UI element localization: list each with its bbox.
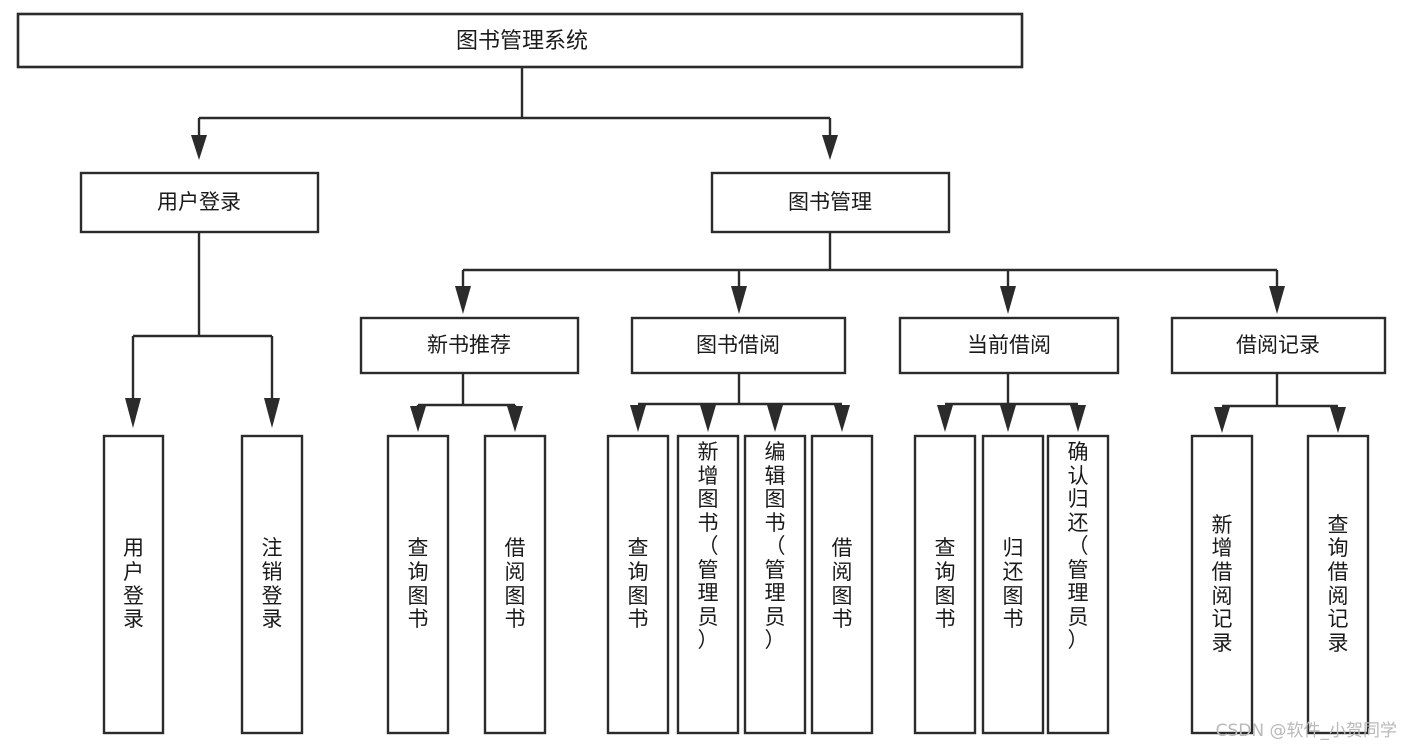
leaf-boxes [102, 434, 1370, 735]
leaf-edit-book-box[interactable] [743, 434, 807, 735]
node-current-borrow-label: 当前借阅 [967, 333, 1051, 357]
leaf-add-record-box[interactable] [1190, 434, 1254, 735]
arrow-head-leaf-add-book [700, 405, 716, 432]
node-root[interactable]: 图书管理系统 [16, 12, 1024, 69]
leaf-query-book-1-box[interactable] [386, 434, 450, 735]
node-root-label: 图书管理系统 [456, 29, 588, 54]
leaf-user-logout-box[interactable] [240, 434, 304, 735]
arrow-head-book-borrow [731, 286, 747, 314]
node-book-manage-label: 图书管理 [788, 190, 872, 214]
arrow-head-borrow-record [1269, 286, 1285, 314]
connector-group-root [191, 67, 838, 160]
connector-group-book-manage [455, 232, 1285, 314]
leaf-query-record-box[interactable] [1306, 434, 1370, 735]
node-book-borrow-box[interactable] [630, 316, 847, 375]
node-book-manage[interactable]: 图书管理 [710, 171, 951, 234]
node-book-manage-box[interactable] [710, 171, 951, 234]
arrow-head-leaf-borrow-book-1 [507, 406, 523, 432]
node-borrow-record-label: 借阅记录 [1236, 333, 1320, 357]
arrow-head-leaf-query-book-2 [630, 405, 646, 432]
connector-group-book-borrow [630, 373, 850, 432]
connector-group-borrow-record [1214, 373, 1346, 433]
arrow-head-leaf-edit-book [767, 405, 783, 432]
node-root-box[interactable] [16, 12, 1024, 69]
arrow-head-user-login [191, 135, 207, 160]
node-borrow-record[interactable]: 借阅记录 [1170, 316, 1387, 375]
arrow-head-leaf-confirm-return [1070, 405, 1086, 432]
arrow-head-leaf-return-book [1000, 405, 1016, 432]
node-current-borrow[interactable]: 当前借阅 [898, 316, 1120, 375]
arrow-head-current-borrow [1000, 286, 1016, 314]
leaf-borrow-book-2-box[interactable] [810, 434, 874, 735]
leaf-add-book-box[interactable] [676, 434, 740, 735]
arrow-head-leaf-query-record [1330, 407, 1346, 433]
leaf-query-book-2-box[interactable] [606, 434, 670, 735]
node-book-borrow-label: 图书借阅 [696, 333, 780, 357]
arrow-head-leaf-user-login [125, 398, 141, 428]
node-borrow-record-box[interactable] [1170, 316, 1387, 375]
node-current-borrow-box[interactable] [898, 316, 1120, 375]
leaf-borrow-book-1-box[interactable] [483, 434, 547, 735]
leaf-user-login-box[interactable] [102, 434, 165, 735]
leaf-confirm-return-box[interactable] [1046, 434, 1110, 735]
connector-group-user-login [125, 232, 280, 428]
arrow-head-leaf-borrow-book-2 [834, 405, 850, 432]
connector-group-current-borrow [937, 373, 1086, 432]
arrow-head-leaf-user-logout [264, 398, 280, 428]
arrow-head-leaf-add-record [1214, 407, 1230, 433]
arrow-head-new-book-rec [455, 286, 471, 314]
node-user-login-label: 用户登录 [157, 190, 241, 214]
node-new-book-rec-box[interactable] [359, 316, 580, 375]
connector-group-new-book-rec [410, 373, 523, 432]
node-user-login[interactable]: 用户登录 [79, 171, 320, 234]
arrow-head-leaf-query-book-1 [410, 406, 426, 432]
node-new-book-rec[interactable]: 新书推荐 [359, 316, 580, 375]
node-new-book-rec-label: 新书推荐 [427, 333, 511, 357]
leaf-query-book-3-box[interactable] [913, 434, 977, 735]
node-user-login-box[interactable] [79, 171, 320, 234]
arrow-head-book-manage [822, 135, 838, 160]
leaf-return-book-box[interactable] [981, 434, 1045, 735]
node-book-borrow[interactable]: 图书借阅 [630, 316, 847, 375]
arrow-head-leaf-query-book-3 [937, 405, 953, 432]
csdn-watermark: CSDN @软件_小贺同学 [1215, 721, 1397, 741]
